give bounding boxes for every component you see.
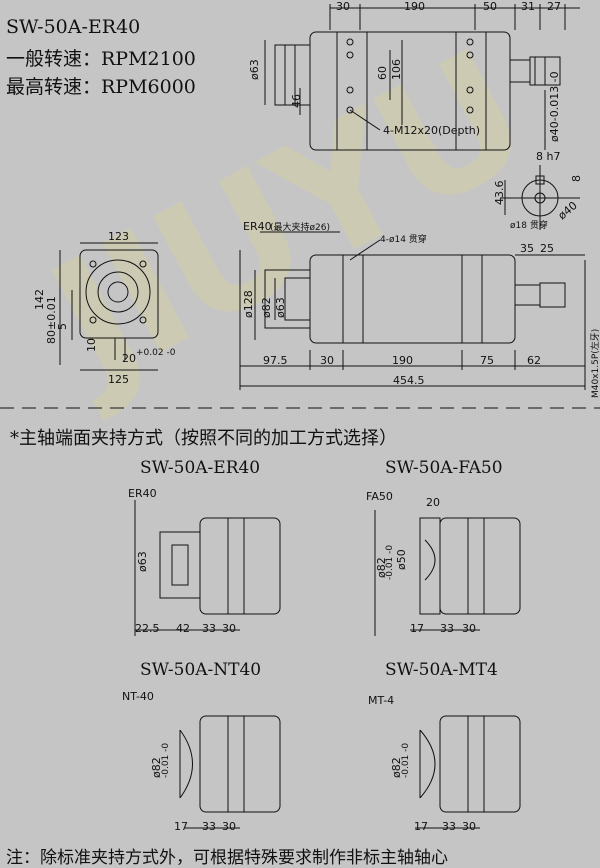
variant-mt4-drawing (415, 715, 521, 829)
variant-nt40-tol: -0.01 -0 (161, 743, 171, 778)
dim-d40: ø40 (556, 199, 580, 222)
dim-97-5: 97.5 (263, 354, 288, 367)
variant-nt40-title: SW-50A-NT40 (140, 660, 262, 680)
variant-er40-dia: ø63 (136, 551, 149, 572)
dim-d63-main: ø63 (274, 297, 287, 318)
main-view (239, 231, 586, 390)
dim-123: 123 (108, 230, 129, 243)
variant-er40-dim4: 30 (222, 622, 236, 635)
er40-label: ER40 (243, 220, 272, 233)
variant-fa50-dia2: ø50 (395, 549, 408, 570)
variant-fa50-label: FA50 (366, 490, 393, 503)
dim-80: 80±0.01 (45, 296, 58, 344)
normal-speed-text: 一般转速：RPM2100 (6, 48, 196, 70)
variant-mt4-dia: ø82 (390, 757, 403, 778)
er40-note: (最大夹持ø26) (270, 221, 330, 233)
dim-top-31: 31 (521, 0, 535, 13)
variant-nt40-dim2: 33 (202, 820, 216, 833)
dim-190-main: 190 (392, 354, 413, 367)
variant-fa50-dia: ø82 (375, 557, 388, 578)
dim-5: 5 (56, 323, 69, 330)
variant-fa50-dim2: 33 (440, 622, 454, 635)
variant-mt4-dim3: 30 (462, 820, 476, 833)
hole-label-m12: 4-M12x20(Depth) (383, 124, 480, 137)
thread-spec: M40x1.5P(左牙) (589, 329, 600, 398)
dim-142: 142 (33, 289, 46, 310)
model-title: SW-50A-ER40 (6, 16, 141, 38)
variant-nt40-drawing (179, 715, 281, 829)
dim-25: 25 (540, 242, 554, 255)
dim-top-190: 190 (404, 0, 425, 13)
dim-75: 75 (480, 354, 494, 367)
dim-60: 60 (376, 66, 389, 80)
max-speed-text: 最高转速：RPM6000 (6, 76, 196, 98)
variant-er40-dim1: 22.5 (135, 622, 160, 635)
key-width: 8 h7 (536, 150, 560, 163)
dim-125: 125 (108, 373, 129, 386)
hole-label-14: 4-ø14 贯穿 (380, 233, 427, 245)
dim-35: 35 (520, 242, 534, 255)
dim-62: 62 (527, 354, 541, 367)
variant-mt4-label: MT-4 (368, 694, 394, 707)
dim-d82: ø82 (260, 297, 273, 318)
shaft-tolerance: ø40-0.013 -0 (548, 71, 561, 142)
variant-mt4-dim1: 17 (414, 820, 428, 833)
dim-10: 10 (85, 338, 98, 352)
variant-fa50-top: 20 (426, 496, 440, 509)
variant-mt4-title: SW-50A-MT4 (385, 660, 498, 680)
variant-nt40-dia: ø82 (150, 757, 163, 778)
section-title: *主轴端面夹持方式（按照不同的加工方式选择） (10, 428, 397, 449)
variant-mt4-dim2: 33 (442, 820, 456, 833)
variant-fa50-dim3: 30 (462, 622, 476, 635)
dim-d63: ø63 (248, 59, 261, 80)
variant-fa50-dim1: 17 (410, 622, 424, 635)
dim-8: 8 (570, 175, 583, 182)
footer-note: 注：除标准夹持方式外，可根据特殊要求制作非标主轴轴心 (6, 848, 448, 868)
variant-fa50-tol: -0.01 -0 (385, 545, 395, 580)
dim-top-27: 27 (547, 0, 561, 13)
variant-er40-drawing (134, 500, 281, 636)
variant-er40-title: SW-50A-ER40 (140, 458, 261, 478)
variant-fa50-title: SW-50A-FA50 (385, 458, 503, 478)
dim-top-50: 50 (483, 0, 497, 13)
dim-d128: ø128 (242, 290, 255, 318)
dim-30-main: 30 (320, 354, 334, 367)
variant-er40-dim3: 33 (202, 622, 216, 635)
top-view (264, 4, 580, 151)
dim-20: 20 (122, 352, 136, 365)
dim-20-tolerance: +0.02 -0 (136, 348, 176, 358)
variant-fa50-drawing (374, 510, 521, 636)
key-detail (500, 165, 580, 230)
variant-mt4-tol: -0.01 -0 (401, 743, 411, 778)
dim-top-30: 30 (336, 0, 350, 13)
dim-106: 106 (390, 59, 403, 80)
variant-er40-dim2: 42 (176, 622, 190, 635)
dim-43-6: 43.6 (493, 181, 506, 206)
variant-nt40-dim1: 17 (174, 820, 188, 833)
variant-er40-label: ER40 (128, 487, 157, 500)
end-view (59, 242, 159, 371)
dim-d18: ø18 贯穿 (510, 219, 548, 231)
variant-nt40-label: NT-40 (122, 690, 154, 703)
dim-total: 454.5 (393, 374, 425, 387)
variant-nt40-dim3: 30 (222, 820, 236, 833)
dim-46: 46 (290, 94, 303, 108)
